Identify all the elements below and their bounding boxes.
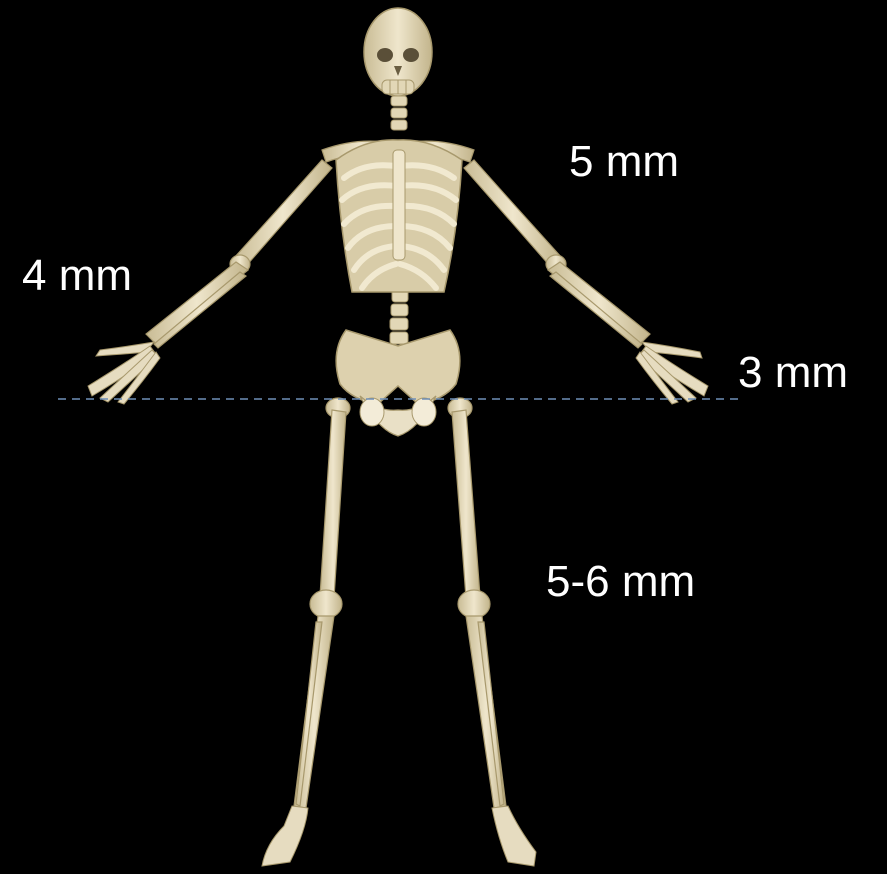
label-upper-right: 5 mm — [569, 140, 679, 184]
feet — [262, 806, 536, 866]
skull — [364, 8, 432, 96]
label-lower: 5-6 mm — [546, 560, 695, 604]
pelvis — [336, 330, 460, 436]
rib-cage — [336, 140, 462, 292]
legs — [294, 398, 506, 808]
label-upper-left: 4 mm — [22, 254, 132, 298]
label-right: 3 mm — [738, 351, 848, 395]
